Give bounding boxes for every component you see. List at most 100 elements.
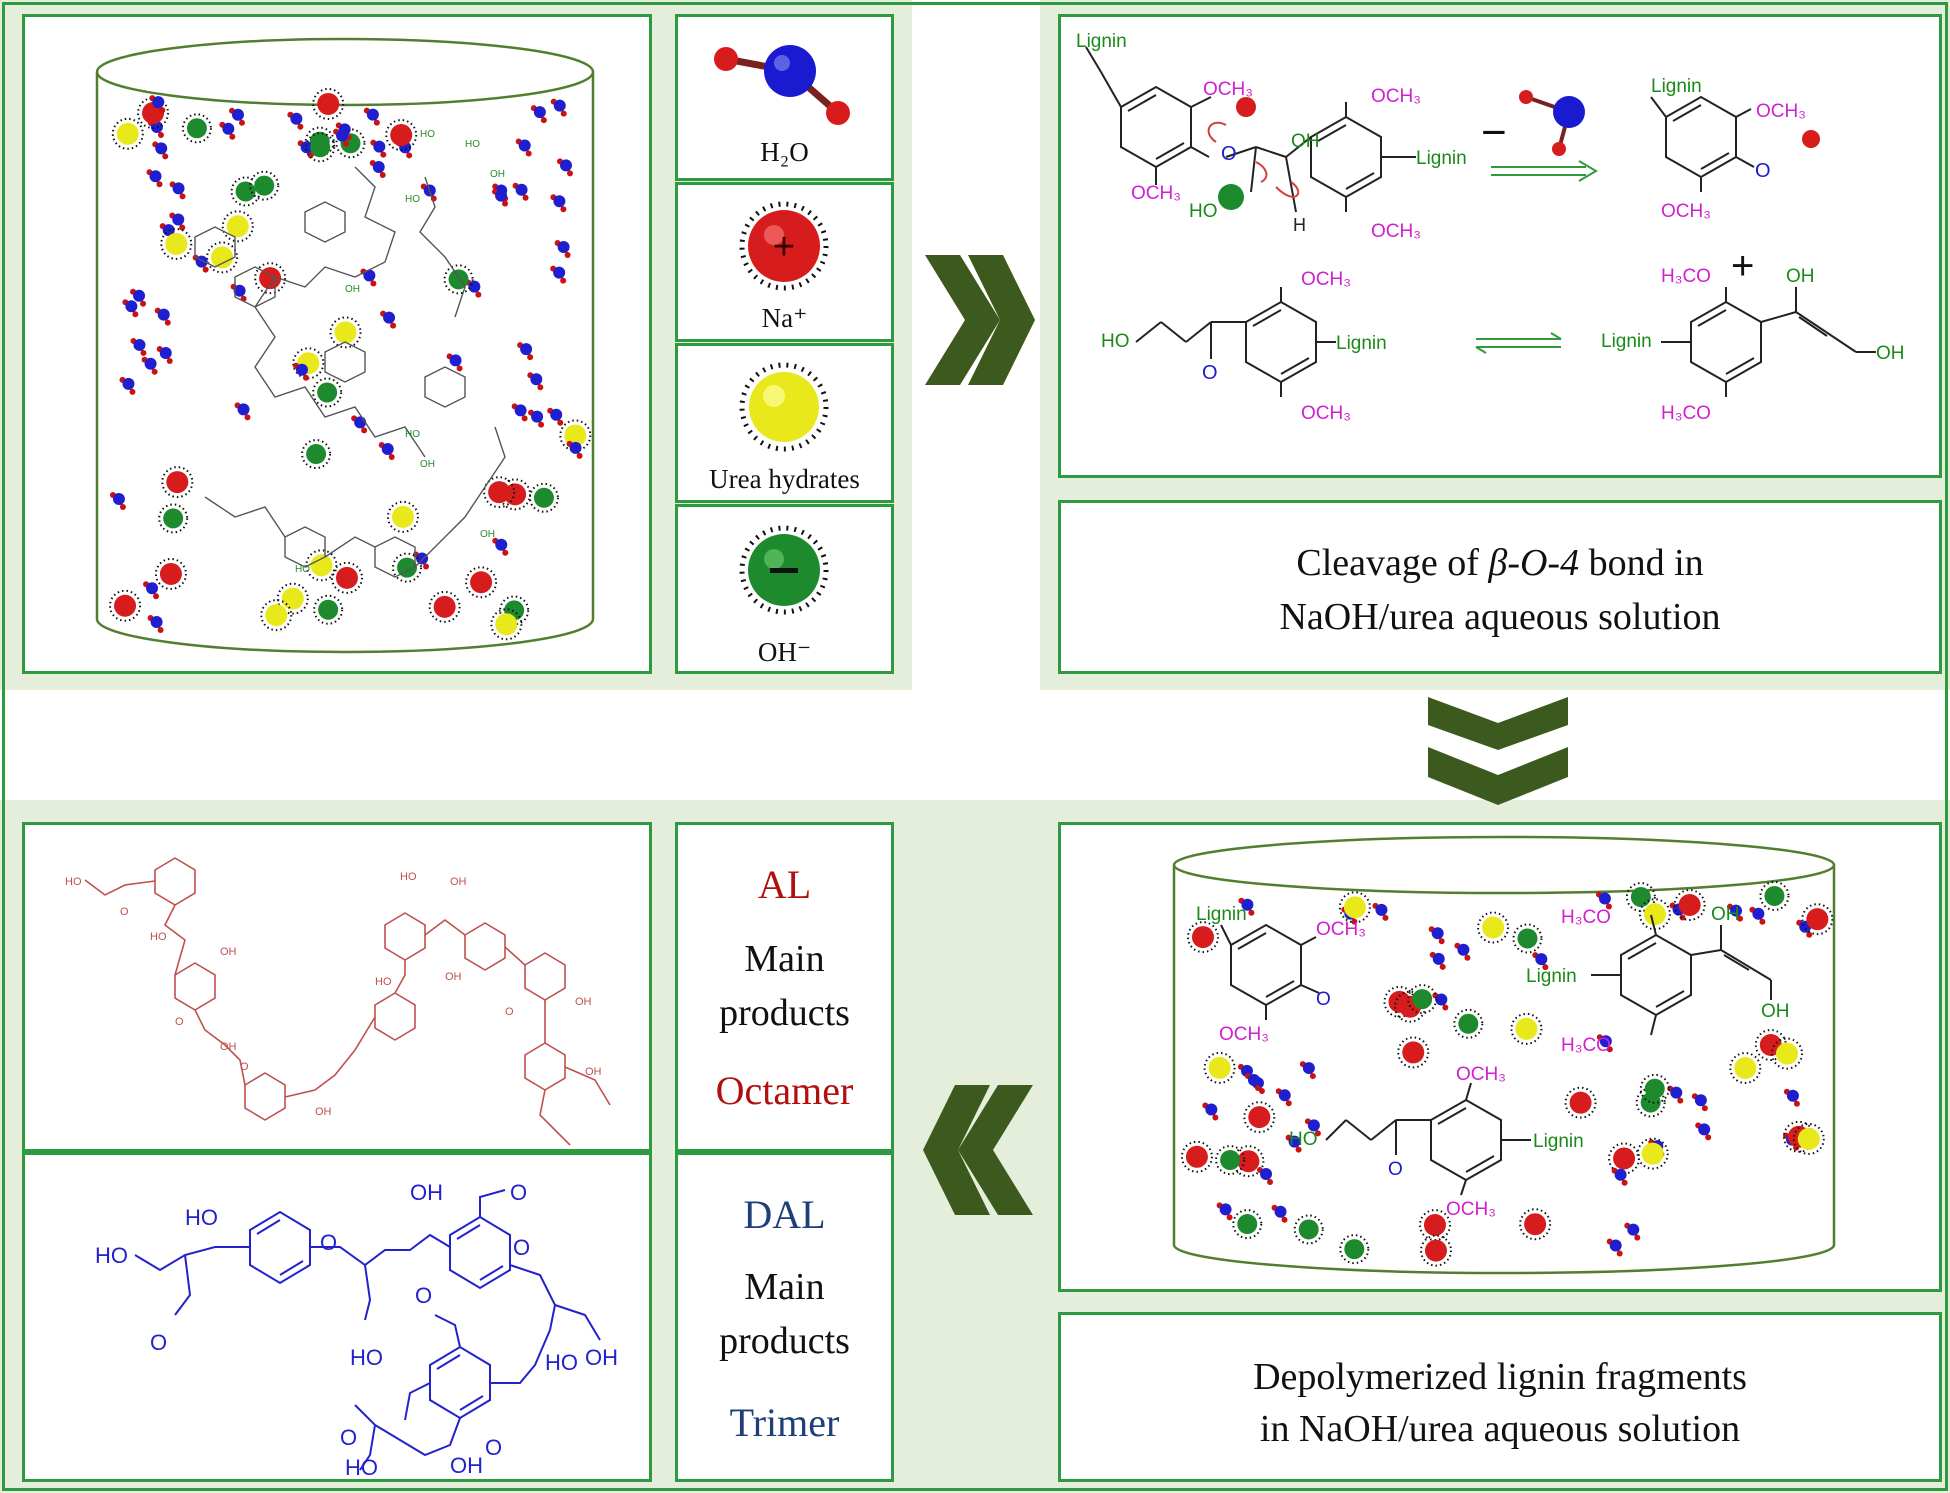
water-particle — [363, 107, 380, 126]
ho-label-2: HO — [1101, 331, 1130, 352]
svg-text:HO: HO — [375, 976, 392, 988]
svg-text:OH: OH — [585, 1066, 602, 1078]
urea-particle — [1771, 1037, 1804, 1070]
al-products-label: products — [719, 992, 850, 1034]
water-particle — [292, 362, 309, 381]
svg-text:O: O — [415, 1283, 432, 1308]
svg-text:+: + — [773, 226, 795, 268]
cleavage-caption-panel: Cleavage of β-O-4 bond in NaOH/urea aque… — [1058, 500, 1942, 674]
water-particle — [547, 407, 564, 426]
frag-o-2: O — [1388, 1159, 1403, 1180]
water-particle — [1304, 1118, 1321, 1137]
sodium-particle — [465, 566, 498, 599]
urea-particle — [260, 599, 293, 632]
sodium-particle — [385, 119, 418, 152]
sodium-particle — [312, 87, 345, 120]
svg-text:HO: HO — [420, 129, 435, 140]
och3-label-1: OCH₃ — [1203, 79, 1253, 100]
dal-title: DAL — [743, 1192, 826, 1237]
hydroxide-particle — [1407, 984, 1438, 1015]
urea-particle — [1510, 1012, 1543, 1045]
al-main-label: Main — [744, 938, 825, 980]
water-particle — [1596, 1034, 1613, 1053]
water-particle — [1285, 1134, 1302, 1153]
water-particle — [1606, 1238, 1623, 1257]
sodium-particle — [1564, 1086, 1597, 1119]
water-particle — [119, 376, 136, 395]
water-particle — [149, 95, 166, 114]
water-particle — [370, 139, 387, 158]
svg-text:OH: OH — [345, 284, 360, 295]
cleavage-caption-part1: Cleavage of — [1296, 542, 1489, 584]
water-particle — [169, 212, 186, 231]
frag-lignin-2: Lignin — [1526, 966, 1577, 987]
urea-particle — [160, 227, 193, 260]
water-particle — [1432, 992, 1449, 1011]
och3-label-5: OCH₃ — [1756, 101, 1806, 122]
water-particle — [369, 160, 386, 179]
och3-label-3: OCH₃ — [1371, 86, 1421, 107]
water-particle — [141, 356, 158, 375]
water-particle — [1691, 1093, 1708, 1112]
depolymerized-cylinder-diagram: Lignin OCH₃ O OCH₃ H₃CO Lignin H₃CO OH O… — [1172, 835, 1836, 1275]
sodium-particle — [154, 557, 187, 590]
water-particle — [1624, 1222, 1641, 1241]
cleavage-caption-line2: NaOH/urea aqueous solution — [1279, 596, 1721, 638]
svg-text:O: O — [240, 1061, 249, 1073]
frag-oh-2: OH — [1761, 1001, 1790, 1022]
solution-particles — [109, 87, 592, 641]
svg-text:O: O — [120, 906, 129, 918]
water-particle — [528, 409, 545, 428]
water-particle — [297, 140, 314, 159]
urea-particle — [490, 608, 523, 641]
legend-sodium-label: Na⁺ — [761, 303, 808, 333]
och3-label-2: OCH₃ — [1131, 183, 1181, 204]
frag-h3co-2: H₃CO — [1561, 1035, 1611, 1056]
hydroxide-particle — [301, 439, 332, 470]
water-particle — [1595, 891, 1612, 910]
water-particle — [1216, 1202, 1233, 1221]
sodium-particle — [330, 561, 363, 594]
o-label-1: O — [1221, 143, 1237, 165]
frag-och3-2: OCH₃ — [1219, 1024, 1269, 1045]
sodium-particle — [1397, 1036, 1430, 1069]
water-particle — [527, 372, 544, 391]
water-molecule-reagent — [1519, 90, 1585, 156]
legend-sodium-cell: + Na⁺ — [675, 182, 894, 342]
urea-particle — [1477, 911, 1510, 944]
water-particle — [492, 537, 509, 556]
water-particle — [530, 105, 547, 124]
legend-hydroxide-label: OH⁻ — [757, 637, 812, 667]
water-particle — [1271, 1204, 1288, 1223]
och3-label-8: OCH₃ — [1301, 403, 1351, 424]
al-title: AL — [757, 862, 812, 907]
water-particle — [1454, 942, 1471, 961]
hydroxide-particle — [443, 264, 474, 295]
frag-lignin-3: Lignin — [1533, 1131, 1584, 1152]
water-particle — [1749, 906, 1766, 925]
svg-text:HO: HO — [545, 1350, 578, 1375]
svg-text:OH: OH — [445, 971, 462, 983]
water-particle — [154, 307, 171, 326]
svg-text:OH: OH — [220, 1041, 237, 1053]
cleavage-caption-line1: Cleavage of β-O-4 bond in — [1061, 541, 1939, 585]
water-particle — [146, 169, 163, 188]
hydroxide-particle — [1512, 923, 1543, 954]
svg-text:O: O — [505, 1006, 514, 1018]
water-particle — [1202, 1102, 1219, 1121]
water-particle — [550, 194, 567, 213]
water-particle — [287, 111, 304, 130]
legend-water-label: H₂O — [760, 137, 809, 167]
arrow-down-chevrons — [1428, 697, 1568, 805]
cleavage-caption-bond: β-O-4 — [1488, 542, 1580, 584]
hydroxide-particle — [158, 503, 189, 534]
hydroxide-particle — [1215, 1145, 1246, 1176]
frag-ho-1: HO — [1289, 1129, 1318, 1150]
al-label-panel: AL Main products Octamer — [675, 822, 894, 1152]
hydroxide-ion-icon — [739, 525, 829, 615]
